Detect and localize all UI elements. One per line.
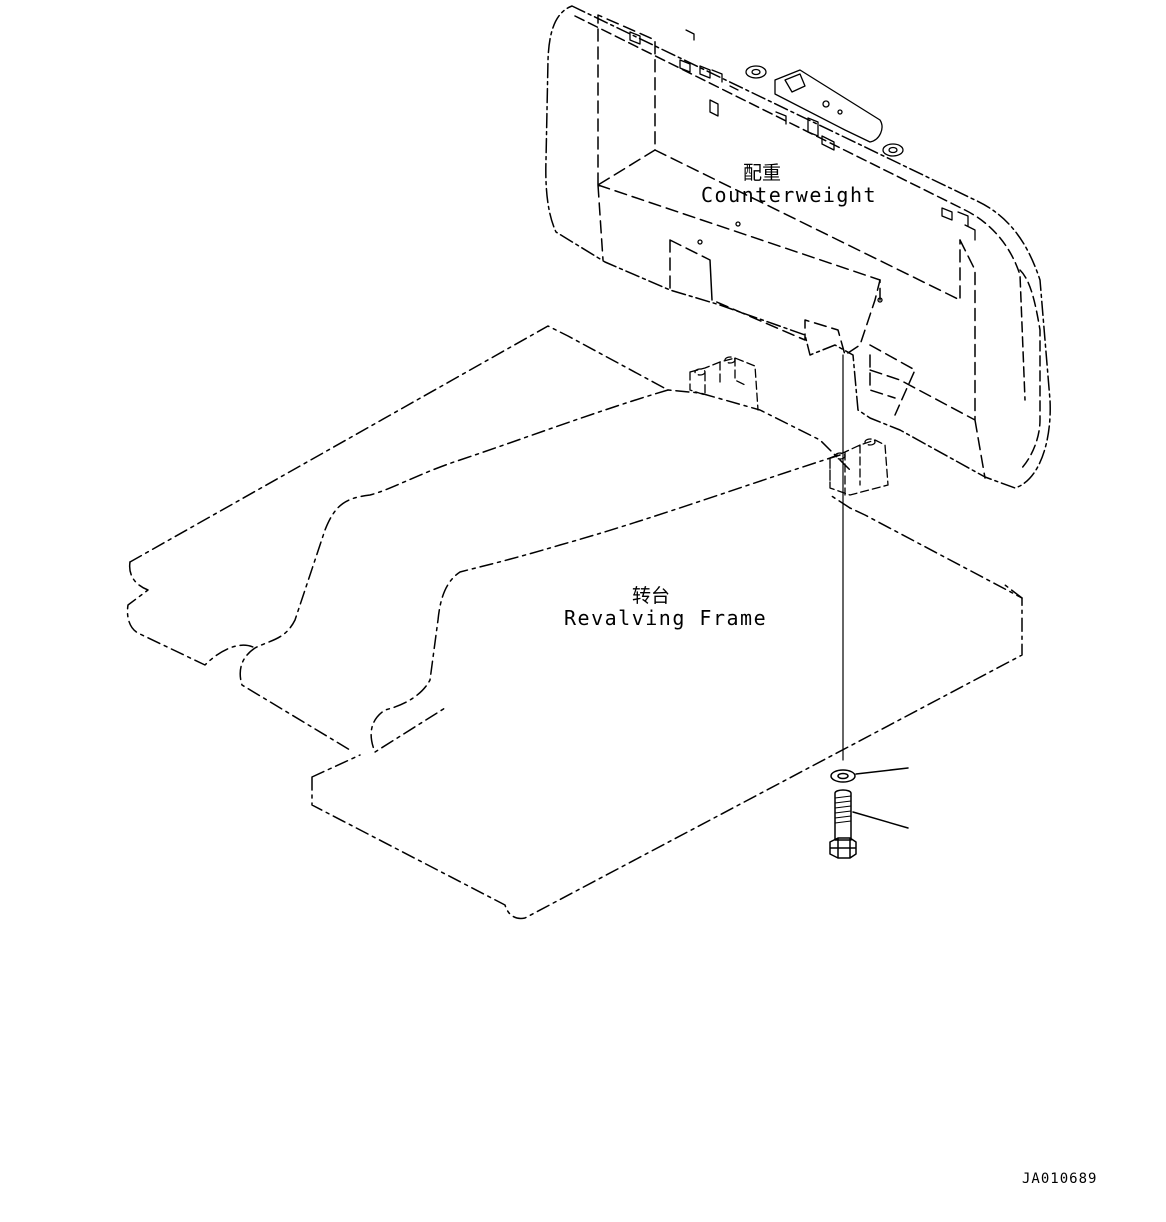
revolving-frame-right-edge bbox=[829, 494, 1023, 599]
revolving-frame bbox=[126, 325, 1023, 920]
revolving-frame-curve-left bbox=[239, 389, 669, 751]
bolt-head bbox=[829, 837, 857, 859]
bolt-shank bbox=[834, 789, 852, 841]
counterweight-bottom-tray bbox=[669, 239, 881, 356]
revolving-frame-plate bbox=[311, 507, 1023, 920]
mounting-block-rear bbox=[689, 357, 759, 411]
counterweight-label-zh: 配重 bbox=[743, 162, 782, 184]
revolving-frame-label-zh: 转台 bbox=[632, 585, 671, 607]
counterweight-label-en: Counterweight bbox=[701, 183, 878, 207]
counterweight-outline bbox=[545, 5, 1051, 489]
washer bbox=[830, 767, 909, 783]
mounting-blocks bbox=[689, 356, 889, 496]
bolt bbox=[829, 789, 909, 859]
washer-leader-line bbox=[855, 767, 909, 775]
counterweight-features bbox=[629, 29, 976, 303]
mounting-block-front bbox=[829, 439, 889, 496]
counterweight bbox=[545, 5, 1051, 489]
counterweight-right-inner bbox=[869, 239, 986, 479]
revolving-frame-curve-right bbox=[370, 454, 841, 753]
counterweight-inner-outline bbox=[574, 15, 1026, 401]
drawing-id: JA010689 bbox=[1022, 1171, 1098, 1187]
revolving-frame-left-arm bbox=[129, 325, 851, 563]
revolving-frame-label-en: Revalving Frame bbox=[564, 606, 768, 630]
bolt-leader-line bbox=[852, 811, 909, 829]
bolt-thread bbox=[834, 795, 852, 824]
counterweight-side-groove bbox=[1019, 269, 1041, 471]
revolving-frame-top-rail bbox=[126, 561, 256, 666]
